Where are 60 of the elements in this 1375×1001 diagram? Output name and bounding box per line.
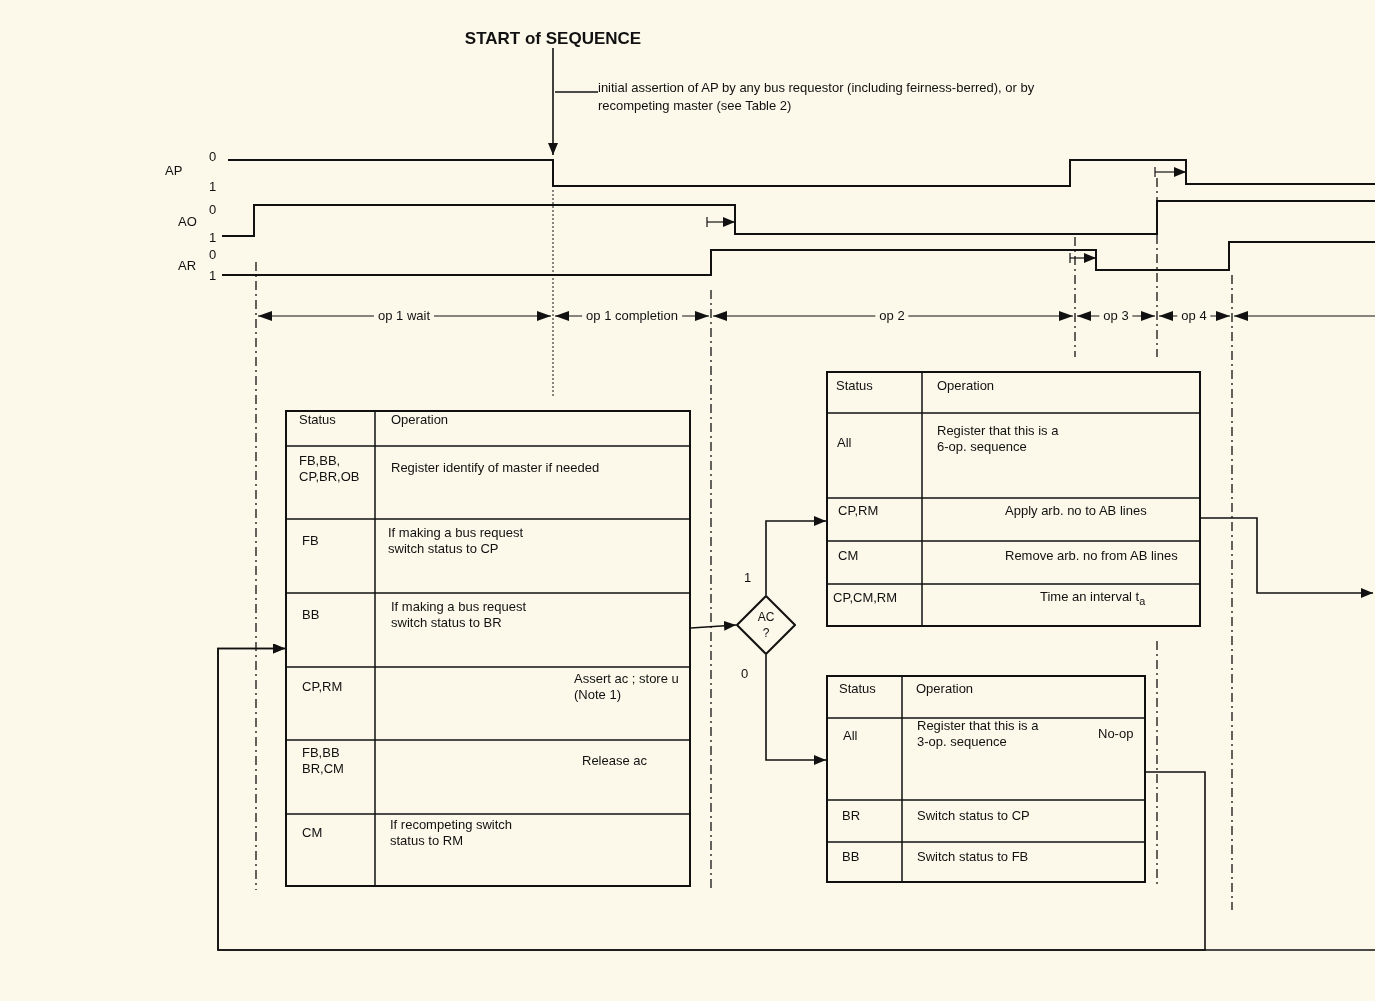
operation-text: If recompeting switch status to RM — [390, 817, 514, 849]
signal-name: AP — [165, 163, 183, 179]
decision-diamond — [736, 595, 796, 655]
logic-level: 1 — [209, 179, 217, 195]
operation-text: Register that this is a 6-op. sequence — [937, 423, 1060, 455]
status-code: CM — [302, 825, 323, 841]
annotation-text: initial assertion of AP by any bus requestor (including feirness-berred), or by recompeting master (see Table 2) — [598, 79, 1068, 115]
operation-text: Apply arb. no to AB lines — [1005, 503, 1147, 519]
logic-level: 0 — [209, 202, 217, 218]
operation-table — [826, 675, 1146, 883]
status-code: All — [843, 728, 858, 744]
column-header: Status — [299, 412, 336, 428]
operation-text: Remove arb. no from AB lines — [1005, 548, 1178, 564]
column-header: Status — [836, 378, 873, 394]
status-code: No-op — [1098, 726, 1134, 742]
interval-label: op 2 — [875, 308, 909, 324]
operation-text: If making a bus request switch status to BR — [391, 599, 528, 631]
column-header: Operation — [916, 681, 974, 697]
logic-level: 0 — [209, 247, 217, 263]
arrow — [690, 620, 737, 631]
status-code: CP,RM — [302, 679, 343, 695]
interval-label: op 1 wait — [374, 308, 434, 324]
operation-text: BR — [842, 808, 861, 824]
operation-table — [285, 410, 691, 887]
column-header: Status — [839, 681, 876, 697]
leader-line — [554, 91, 599, 93]
status-code: FB,BB BR,CM — [302, 745, 345, 777]
arrow — [765, 516, 827, 596]
status-code: BB — [302, 607, 320, 623]
status-code: CM — [838, 548, 859, 564]
logic-level: 0 — [209, 149, 217, 165]
arrow — [1200, 517, 1374, 598]
signal-name: AR — [178, 258, 197, 274]
operation-text: If making a bus request switch status to CP — [388, 525, 525, 557]
operation-text: Release ac — [582, 753, 648, 769]
operation-text: Assert ac ; store u (Note 1) — [574, 671, 680, 703]
operation-text: Time an interval t$_{a}$ — [1040, 589, 1146, 609]
signal-name: AO — [178, 214, 197, 230]
status-code: FB — [302, 533, 319, 549]
operation-text: Register that this is a 3-op. sequence — [917, 718, 1040, 750]
interval-label: op 1 completion — [582, 308, 682, 324]
status-code: CP,CM,RM — [833, 590, 898, 606]
column-header: Operation — [937, 378, 995, 394]
operation-text: BB — [842, 849, 860, 865]
sequence-start-heading: START of SEQUENCE — [443, 30, 663, 48]
column-header: Operation — [391, 412, 449, 428]
arrow — [765, 654, 827, 765]
interval-label: op 3 — [1099, 308, 1133, 324]
status-code: FB,BB, CP,BR,OB — [299, 453, 361, 485]
interval-label: op 4 — [1177, 308, 1211, 324]
logic-level: 1 — [209, 230, 217, 246]
operation-text: Register identify of master if needed — [391, 460, 600, 476]
status-code: CP,RM — [838, 503, 879, 519]
status-code: Switch status to FB — [917, 849, 1029, 865]
decision-label: AC ? — [756, 609, 776, 641]
status-code: Switch status to CP — [917, 808, 1030, 824]
arrow — [548, 47, 558, 156]
status-code: All — [837, 435, 852, 451]
logic-level: 1 — [209, 268, 217, 284]
operation-table — [826, 371, 1201, 627]
